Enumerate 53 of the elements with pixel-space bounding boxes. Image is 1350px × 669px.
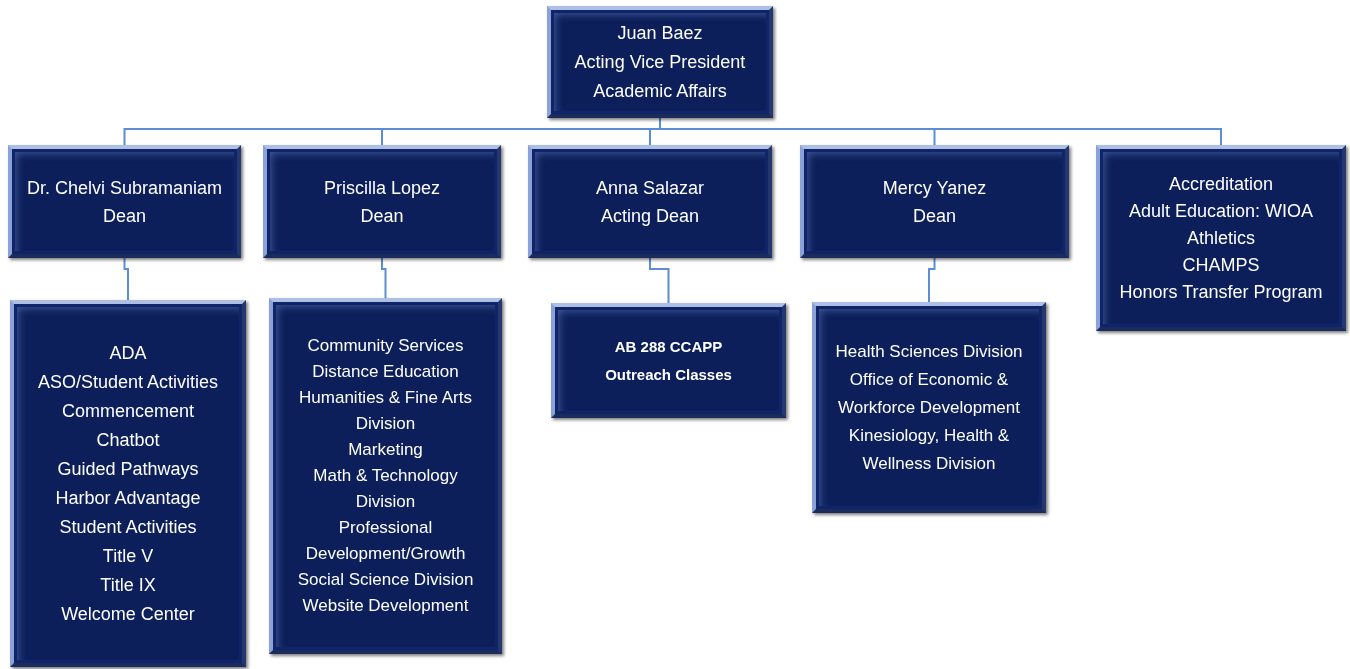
connector-line <box>928 257 936 303</box>
box-text: Kinesiology, Health & Wellness Division <box>847 424 1011 475</box>
box-text: Acting Dean <box>600 204 700 228</box>
box-text: Health Sciences Division <box>835 340 1023 363</box>
box-text: Distance Education <box>312 361 459 383</box>
box-text: Dr. Chelvi Subramaniam <box>26 176 223 200</box>
box-text: Guided Pathways <box>57 457 199 481</box>
box-text: Adult Education: WIOA <box>1128 199 1314 223</box>
box-text: Math & Technology Division <box>312 465 459 513</box>
box-text: Dean <box>913 204 956 228</box>
box-text: Anna Salazar <box>595 176 705 200</box>
box-text: Community Services <box>307 335 464 357</box>
box-text: Website Development <box>302 595 469 617</box>
box-text: CHAMPS <box>1182 253 1260 277</box>
box-text: Title IX <box>100 573 156 597</box>
connector-line <box>649 257 670 304</box>
box-text: Humanities & Fine Arts Division <box>298 387 473 435</box>
org-box <box>10 300 246 667</box>
box-text: ASO/Student Activities <box>37 370 219 394</box>
org-box <box>800 145 1069 258</box>
box-text: Athletics <box>1187 226 1255 250</box>
org-box <box>547 6 773 118</box>
org-box <box>551 303 786 418</box>
box-text: Honors Transfer Program <box>1119 280 1323 304</box>
org-box <box>8 145 241 258</box>
box-text: ADA <box>109 341 147 365</box>
box-text: Student Activities <box>59 515 197 539</box>
org-box <box>269 298 502 654</box>
box-text: Priscilla Lopez <box>323 176 441 200</box>
box-text: Office of Economic & Workforce Development <box>836 368 1021 419</box>
box-text: AB 288 CCAPP <box>614 336 723 357</box>
box-text: Accreditation <box>1168 172 1274 196</box>
box-text: Chatbot <box>96 428 160 452</box>
box-text: Social Science Division <box>297 569 474 591</box>
box-text: Marketing <box>348 439 423 461</box>
box-text: Commencement <box>61 399 194 423</box>
box-text: Professional Development/Growth <box>304 517 467 565</box>
box-text: Welcome Center <box>61 602 195 626</box>
box-text: Outreach Classes <box>605 364 732 385</box>
connector-line <box>123 257 129 301</box>
box-text: Juan Baez <box>617 21 703 45</box>
org-box <box>263 145 501 258</box>
box-text: Dean <box>103 204 146 228</box>
box-text: Title V <box>102 544 154 568</box>
org-box <box>528 145 772 258</box>
box-text: Acting Vice President <box>574 50 746 74</box>
org-box <box>1096 145 1346 331</box>
box-text: Harbor Advantage <box>55 486 201 510</box>
box-text: Mercy Yanez <box>882 176 987 200</box>
connector-line <box>381 257 387 299</box>
box-text: Academic Affairs <box>593 79 727 103</box>
box-text: Dean <box>360 204 404 228</box>
org-box <box>812 302 1046 513</box>
